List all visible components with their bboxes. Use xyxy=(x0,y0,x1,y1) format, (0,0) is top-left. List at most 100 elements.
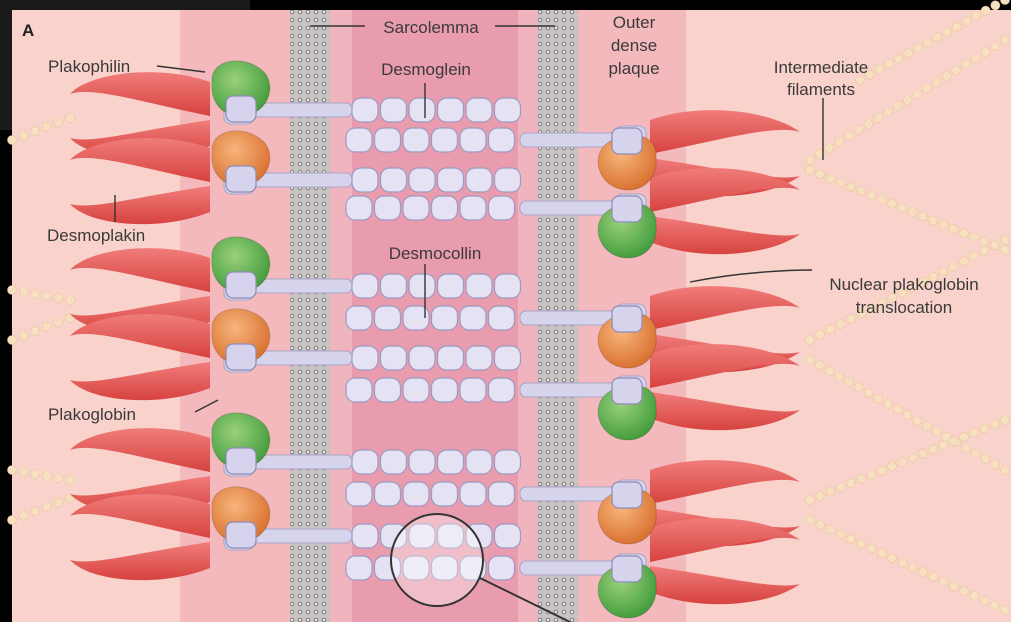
filament-bead xyxy=(939,220,948,229)
filament-bead xyxy=(923,422,932,431)
cadherin-domain xyxy=(489,378,515,402)
magnifier-circle xyxy=(391,514,483,606)
cadherin-domain xyxy=(495,98,521,122)
panel-letter: A xyxy=(22,21,34,40)
cadherin-domain xyxy=(495,450,521,474)
filament-bead xyxy=(949,224,958,233)
filament-bead xyxy=(885,60,894,69)
filament-bead xyxy=(952,66,961,75)
filament-bead xyxy=(66,476,75,485)
desmocollin-label: Desmocollin xyxy=(389,244,482,263)
cadherin-domain xyxy=(352,450,378,474)
filament-bead xyxy=(835,372,844,381)
cadherin-domain xyxy=(460,306,486,330)
filament-bead xyxy=(898,458,907,467)
filament-bead xyxy=(31,290,40,299)
cadherin-domain xyxy=(352,346,378,370)
filament-bead xyxy=(854,383,863,392)
filament-bead xyxy=(1001,246,1010,255)
filament-bead xyxy=(19,288,28,297)
filament-bead xyxy=(847,534,856,543)
cadherin-domain xyxy=(438,274,464,298)
filament-bead xyxy=(981,6,990,15)
cadherin-tail xyxy=(612,306,642,332)
filament-bead xyxy=(42,472,51,481)
filament-bead xyxy=(990,420,999,429)
nuclear-plakoglobin-line2: translocation xyxy=(856,298,952,317)
filament-bead xyxy=(816,330,825,339)
outer-dense-plaque-line3: plaque xyxy=(608,59,659,78)
filament-bead xyxy=(893,405,902,414)
filament-bead xyxy=(970,233,979,242)
filament-bead xyxy=(893,102,902,111)
outer-dense-plaque-line2: dense xyxy=(611,36,657,55)
cadherin-domain xyxy=(409,274,435,298)
cadherin-domain xyxy=(346,482,372,506)
filament-bead xyxy=(990,601,999,610)
filament-bead xyxy=(826,525,835,534)
filament-bead xyxy=(877,195,886,204)
filament-bead xyxy=(66,114,75,123)
filament-bead xyxy=(1001,466,1010,475)
outer-dense-plaque-line1: Outer xyxy=(613,13,656,32)
cadherin-tail xyxy=(226,166,256,192)
filament-bead xyxy=(980,246,989,255)
cadherin-domain xyxy=(466,168,492,192)
cadherin-domain xyxy=(495,346,521,370)
cadherin-tail xyxy=(226,344,256,370)
cadherin-domain xyxy=(403,196,429,220)
filament-bead xyxy=(816,491,825,500)
cadherin-tail xyxy=(226,96,256,122)
filament-bead xyxy=(54,294,63,303)
filament-bead xyxy=(888,553,897,562)
filament-bead xyxy=(929,216,938,225)
filament-bead xyxy=(867,191,876,200)
filament-bead xyxy=(864,389,873,398)
filament-bead xyxy=(918,212,927,221)
cadherin-domain xyxy=(466,450,492,474)
filament-bead xyxy=(959,229,968,238)
cadherin-tail xyxy=(612,196,642,222)
filament-bead xyxy=(942,72,951,81)
cadherin-domain xyxy=(346,128,372,152)
filament-bead xyxy=(806,166,815,175)
filament-bead xyxy=(836,178,845,187)
filament-bead xyxy=(939,441,948,450)
filament-bead xyxy=(898,203,907,212)
filament-bead xyxy=(990,241,999,250)
cadherin-domain xyxy=(438,346,464,370)
filament-bead xyxy=(981,48,990,57)
cadherin-domain xyxy=(489,128,515,152)
filament-bead xyxy=(847,182,856,191)
filament-bead xyxy=(980,596,989,605)
intermediate-filaments-line2: filaments xyxy=(787,80,855,99)
cadherin-domain xyxy=(438,450,464,474)
filament-bead xyxy=(836,530,845,539)
filament-bead xyxy=(888,462,897,471)
cadherin-domain xyxy=(466,346,492,370)
filament-bead xyxy=(42,322,51,331)
cadherin-domain xyxy=(352,168,378,192)
filament-bead xyxy=(991,42,1000,51)
filament-bead xyxy=(908,208,917,217)
cadherin-domain xyxy=(495,524,521,548)
filament-bead xyxy=(913,90,922,99)
filament-bead xyxy=(970,251,979,260)
filament-bead xyxy=(54,498,63,507)
filament-bead xyxy=(908,453,917,462)
filament-bead xyxy=(31,327,40,336)
filament-bead xyxy=(874,394,883,403)
cadherin-domain xyxy=(346,556,372,580)
filament-bead xyxy=(42,122,51,131)
cadherin-domain xyxy=(438,98,464,122)
filament-bead xyxy=(903,96,912,105)
filament-bead xyxy=(991,460,1000,469)
filament-bead xyxy=(847,479,856,488)
sarcolemma-label: Sarcolemma xyxy=(383,18,479,37)
cadherin-tail xyxy=(612,128,642,154)
filament-bead xyxy=(970,591,979,600)
filament-bead xyxy=(857,474,866,483)
filament-bead xyxy=(816,520,825,529)
cadherin-domain xyxy=(489,306,515,330)
